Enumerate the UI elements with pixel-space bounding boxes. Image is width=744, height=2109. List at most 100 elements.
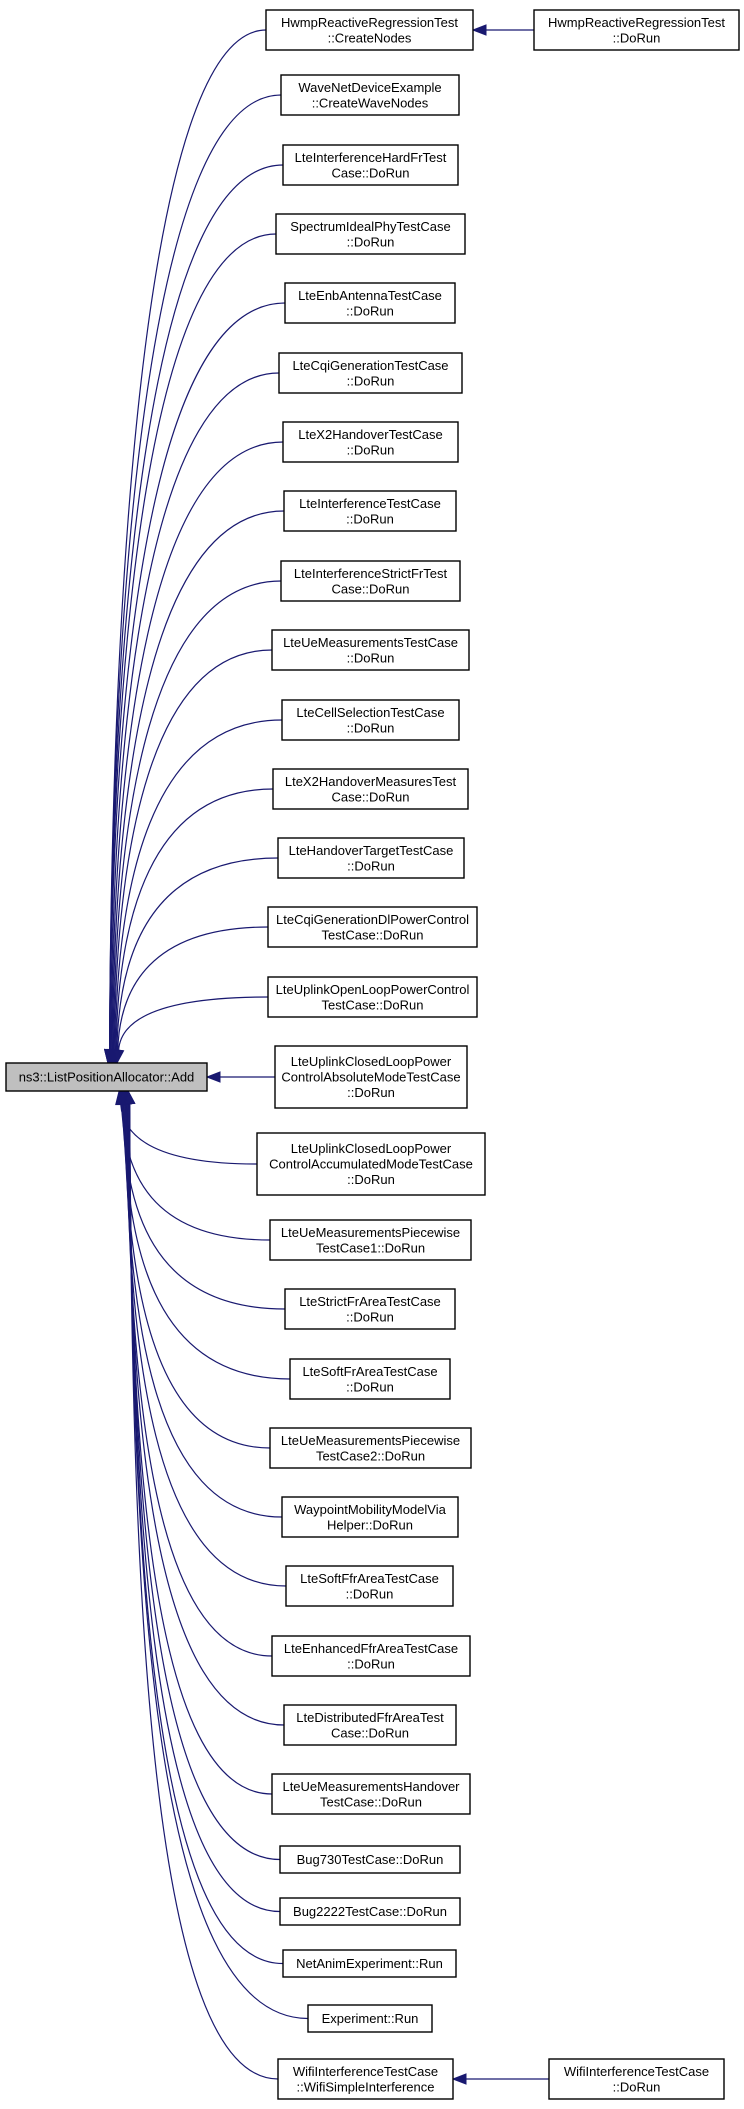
- caller-node-wave-label-line: ::CreateWaveNodes: [312, 95, 429, 110]
- caller-node-cellsel-label-line: LteCellSelectionTestCase: [296, 705, 444, 720]
- caller-node-experiment-box: [307, 2004, 433, 2033]
- caller-node-enhancedffr[interactable]: LteEnhancedFfrAreaTestCase::DoRun: [271, 1635, 471, 1677]
- caller-node-x2handover-edge: [111, 441, 284, 1051]
- caller-node-wifiinterf[interactable]: WifiInterferenceTestCase::WifiSimpleInte…: [277, 2058, 454, 2100]
- caller-node-closedacc-label-line: ::DoRun: [347, 1172, 395, 1187]
- caller-node-cqidlpower-box: [267, 906, 478, 948]
- caller-node-strictfrarea-box: [284, 1288, 456, 1330]
- caller-node-uemeas-label-line: ::DoRun: [347, 650, 395, 665]
- caller-node-piecewise1-box: [269, 1219, 472, 1261]
- graph-nodes: ns3::ListPositionAllocator::Add HwmpReact…: [5, 9, 740, 2100]
- caller-node-interference-label-line: LteInterferenceTestCase: [299, 496, 441, 511]
- caller-node-piecewise2-label-line: LteUeMeasurementsPiecewise: [281, 1433, 460, 1448]
- caller-node-hwmp-edge: [109, 29, 267, 1051]
- caller-node-x2measures-box: [272, 768, 469, 810]
- caller-node-strictfr-edge: [112, 580, 282, 1051]
- caller-node-experiment-label-line: Experiment::Run: [322, 2011, 419, 2026]
- caller-node-cqidlpower[interactable]: LteCqiGenerationDlPowerControlTestCase::…: [267, 906, 478, 948]
- caller-node-piecewise2-label-line: TestCase2::DoRun: [316, 1448, 425, 1463]
- caller-node-strictfr-box: [280, 560, 461, 602]
- caller-node-x2handover[interactable]: LteX2HandoverTestCase::DoRun: [282, 421, 459, 463]
- caller-node-hwmp-box: [265, 9, 474, 51]
- graph-edges: [103, 24, 549, 2085]
- caller-node-piecewise1-edge: [121, 1103, 271, 1241]
- caller-node-enbantenna-edge: [109, 302, 286, 1051]
- caller-node-netanim-edge: [129, 1103, 284, 1965]
- caller-node-interference[interactable]: LteInterferenceTestCase::DoRun: [283, 490, 457, 532]
- caller-node-uemeas[interactable]: LteUeMeasurementsTestCase::DoRun: [271, 629, 470, 671]
- second-level-node-hwmp_dorun[interactable]: HwmpReactiveRegressionTest::DoRun: [533, 9, 740, 51]
- caller-node-softfrarea[interactable]: LteSoftFrAreaTestCase::DoRun: [289, 1358, 451, 1400]
- caller-node-x2handover-box: [282, 421, 459, 463]
- caller-node-cqigen[interactable]: LteCqiGenerationTestCase::DoRun: [278, 352, 463, 394]
- caller-node-bug2222[interactable]: Bug2222TestCase::DoRun: [279, 1897, 461, 1926]
- caller-node-spectrum-box: [275, 213, 466, 255]
- second-level-node-wifi_dorun-box: [548, 2058, 725, 2100]
- caller-node-bug730[interactable]: Bug730TestCase::DoRun: [279, 1845, 461, 1874]
- caller-node-piecewise1[interactable]: LteUeMeasurementsPiecewiseTestCase1::DoR…: [269, 1219, 472, 1261]
- caller-node-handovertarget[interactable]: LteHandoverTargetTestCase::DoRun: [277, 837, 465, 879]
- caller-node-closedabs[interactable]: LteUplinkClosedLoopPowerControlAbsoluteM…: [274, 1045, 468, 1109]
- caller-node-wifiinterf-edge: [129, 1103, 279, 2080]
- caller-node-cqigen-edge: [110, 372, 280, 1051]
- caller-node-bug730-box: [279, 1845, 461, 1874]
- caller-node-waypoint-label-line: Helper::DoRun: [327, 1517, 413, 1532]
- caller-node-strictfrarea[interactable]: LteStrictFrAreaTestCase::DoRun: [284, 1288, 456, 1330]
- caller-node-enbantenna[interactable]: LteEnbAntennaTestCase::DoRun: [284, 282, 456, 324]
- second-level-node-wifi_dorun[interactable]: WifiInterferenceTestCase::DoRun: [548, 2058, 725, 2100]
- root-node-list-position-allocator-add-box: [5, 1062, 208, 1092]
- caller-node-x2measures-edge: [115, 788, 274, 1051]
- caller-node-x2handover-label-line: ::DoRun: [347, 442, 395, 457]
- caller-node-softfrarea-box: [289, 1358, 451, 1400]
- root-node-list-position-allocator-add-label-line: ns3::ListPositionAllocator::Add: [19, 1070, 195, 1085]
- caller-node-closedacc-edge: [120, 1103, 258, 1165]
- caller-node-spectrum-label-line: SpectrumIdealPhyTestCase: [290, 219, 450, 234]
- caller-node-distffr-label-line: LteDistributedFfrAreaTest: [296, 1710, 444, 1725]
- caller-node-wave-box: [280, 74, 460, 116]
- caller-node-ltehardfr-label-line: LteInterferenceHardFrTest: [295, 150, 447, 165]
- caller-node-handovertarget-box: [277, 837, 465, 879]
- caller-node-softfrarea-label-line: LteSoftFrAreaTestCase: [302, 1364, 437, 1379]
- caller-node-closedacc[interactable]: LteUplinkClosedLoopPowerControlAccumulat…: [256, 1132, 486, 1196]
- caller-node-uemeas-edge: [113, 649, 273, 1051]
- caller-node-enbantenna-label-line: LteEnbAntennaTestCase: [298, 288, 442, 303]
- caller-node-interference-box: [283, 490, 457, 532]
- caller-node-x2handover-label-line: LteX2HandoverTestCase: [298, 427, 443, 442]
- caller-node-distffr-label-line: Case::DoRun: [331, 1725, 409, 1740]
- caller-node-experiment[interactable]: Experiment::Run: [307, 2004, 433, 2033]
- second-level-node-wifi_dorun-label-line: ::DoRun: [613, 2079, 661, 2094]
- caller-node-openloop[interactable]: LteUplinkOpenLoopPowerControlTestCase::D…: [267, 976, 478, 1018]
- caller-node-softffr-label-line: LteSoftFfrAreaTestCase: [300, 1571, 439, 1586]
- caller-node-spectrum-edge: [109, 233, 277, 1051]
- caller-node-waypoint-box: [281, 1496, 459, 1538]
- caller-node-closedabs-box: [274, 1045, 468, 1109]
- caller-node-uemeas-box: [271, 629, 470, 671]
- caller-node-cqigen-label-line: ::DoRun: [347, 373, 395, 388]
- caller-node-netanim[interactable]: NetAnimExperiment::Run: [282, 1949, 457, 1978]
- caller-node-cqidlpower-label-line: LteCqiGenerationDlPowerControl: [276, 912, 469, 927]
- caller-node-hwmp[interactable]: HwmpReactiveRegressionTest::CreateNodes: [265, 9, 474, 51]
- caller-node-strictfr-label-line: Case::DoRun: [331, 581, 409, 596]
- caller-node-cellsel[interactable]: LteCellSelectionTestCase::DoRun: [281, 699, 460, 741]
- caller-node-interference-label-line: ::DoRun: [346, 511, 394, 526]
- second-level-node-hwmp_dorun-box: [533, 9, 740, 51]
- caller-node-enhancedffr-label-line: ::DoRun: [347, 1656, 395, 1671]
- caller-node-piecewise1-label-line: LteUeMeasurementsPiecewise: [281, 1225, 460, 1240]
- caller-node-spectrum[interactable]: SpectrumIdealPhyTestCase::DoRun: [275, 213, 466, 255]
- caller-node-interference-edge: [111, 510, 285, 1051]
- caller-node-closedabs-label-line: ControlAbsoluteModeTestCase: [281, 1070, 460, 1085]
- caller-node-piecewise2-edge: [123, 1103, 271, 1449]
- caller-node-cqigen-box: [278, 352, 463, 394]
- caller-node-cqigen-label-line: LteCqiGenerationTestCase: [292, 358, 448, 373]
- caller-node-softffr[interactable]: LteSoftFfrAreaTestCase::DoRun: [285, 1565, 454, 1607]
- caller-node-waypoint-label-line: WaypointMobilityModelVia: [294, 1502, 447, 1517]
- caller-node-piecewise2[interactable]: LteUeMeasurementsPiecewiseTestCase2::DoR…: [269, 1427, 472, 1469]
- caller-node-wave[interactable]: WaveNetDeviceExample::CreateWaveNodes: [280, 74, 460, 116]
- root-node-list-position-allocator-add[interactable]: ns3::ListPositionAllocator::Add: [5, 1062, 208, 1092]
